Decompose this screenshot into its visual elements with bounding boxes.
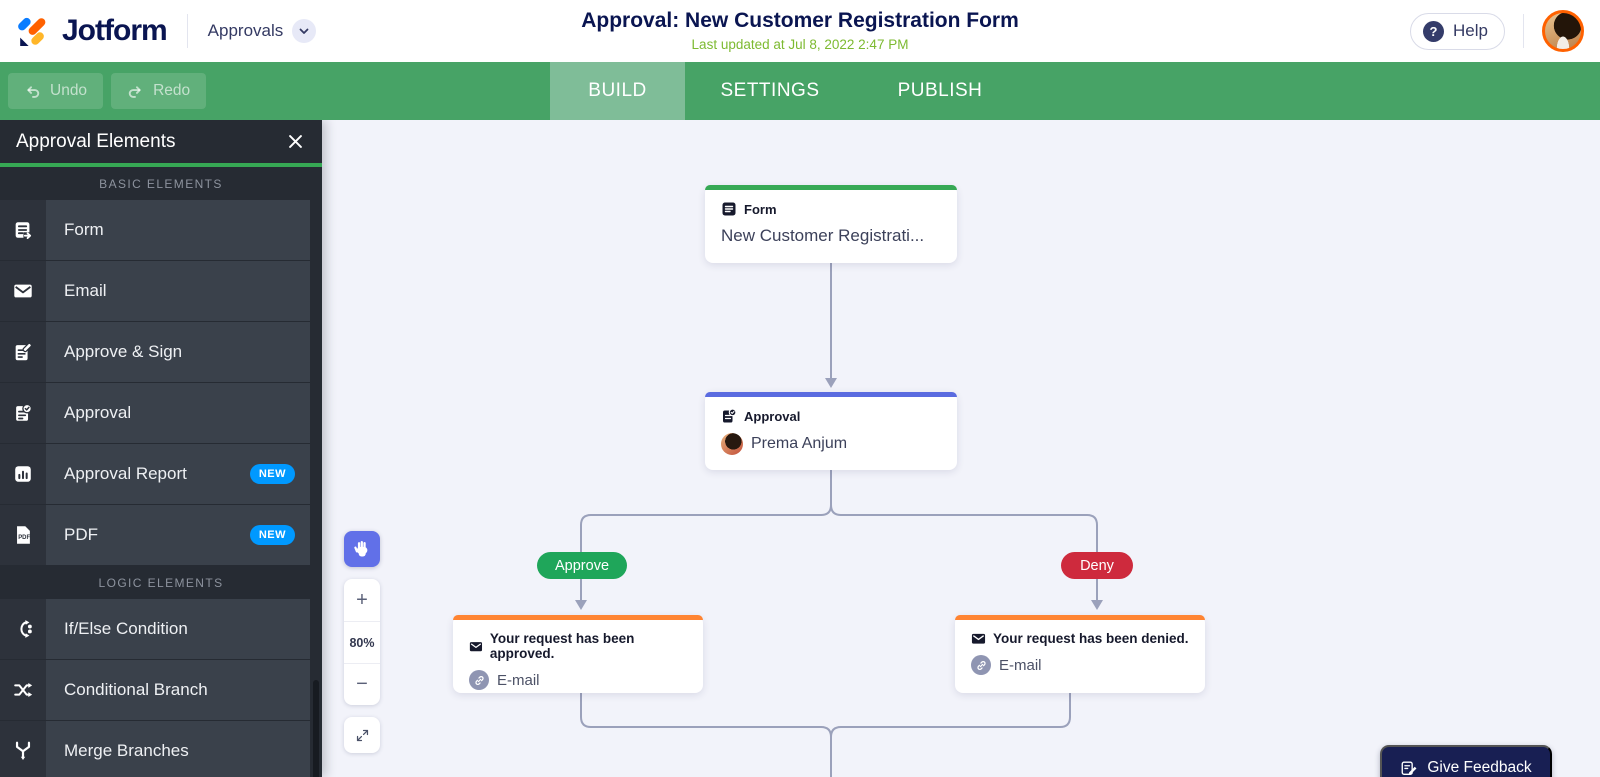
workflow-canvas[interactable]: Form New Customer Registrati... Approval… [322,120,1600,777]
merge-branches-icon [0,721,46,777]
sidebar-item-label: Email [64,281,107,300]
chevron-down-icon [292,19,317,43]
email-icon [0,261,46,321]
jotform-logo[interactable]: Jotform [16,13,168,49]
conditional-branch-icon [0,660,46,720]
email-attachment-icon [971,655,991,675]
approval-node[interactable]: Approval Prema Anjum [705,392,957,470]
page-title: Approval: New Customer Registration Form [581,9,1019,32]
approve-sign-icon [0,322,46,382]
sidebar-item-approve-sign[interactable]: Approve & Sign [0,322,310,382]
sidebar-item-if-else[interactable]: If/Else Condition [0,599,310,659]
email-node-icon [971,633,986,644]
approved-email-title: Your request has been approved. [489,631,635,661]
approve-branch-pill[interactable]: Approve [537,552,628,579]
svg-text:PDF: PDF [18,535,30,541]
denied-email-title: Your request has been denied. [993,631,1189,646]
section-basic-elements: BASIC ELEMENTS [99,176,223,191]
builder-tabs: BUILD SETTINGS PUBLISH [550,62,1025,120]
sidebar-item-merge-branches[interactable]: Merge Branches [0,721,310,777]
help-label: Help [1453,21,1488,40]
email-node-icon [469,641,483,651]
section-logic-elements: LOGIC ELEMENTS [98,575,224,590]
question-icon: ? [1423,20,1445,42]
denied-email-node[interactable]: Your request has been denied. E-mail [955,615,1205,693]
logo-wordmark: Jotform [62,14,168,47]
new-badge: NEW [249,525,295,545]
sidebar-item-label: If/Else Condition [64,619,188,638]
approval-node-type-label: Approval [744,408,801,424]
app-switcher-label: Approvals [207,21,284,40]
close-icon[interactable] [282,129,308,155]
expand-icon [356,729,368,741]
give-feedback-button[interactable]: Give Feedback [1380,745,1552,777]
help-button[interactable]: ? Help [1410,12,1505,50]
pdf-icon: PDF [0,505,46,565]
user-avatar[interactable] [1542,10,1584,52]
approval-icon [0,383,46,443]
fullscreen-button[interactable] [344,717,380,753]
email-attachment-icon [469,670,489,690]
zoom-level: 80% [344,621,380,663]
tab-publish[interactable]: PUBLISH [897,80,983,101]
report-icon [0,444,46,504]
sidebar-item-label: Approve & Sign [64,342,183,361]
approved-email-node[interactable]: Your request has been approved. E-mail [453,615,703,693]
pan-tool-button[interactable] [344,531,380,567]
deny-branch-pill[interactable]: Deny [1061,552,1133,579]
undo-label: Undo [50,82,88,99]
new-badge: NEW [249,464,295,484]
hand-icon [354,541,368,557]
approval-elements-panel: Approval Elements BASIC ELEMENTS Form Em… [0,120,322,777]
if-else-icon [0,599,46,659]
zoom-out-button[interactable]: − [344,663,380,705]
sidebar-item-label: Approval [64,403,132,422]
undo-button[interactable]: Undo [8,73,104,109]
denied-email-tag: E-mail [999,656,1042,674]
form-node-type-label: Form [744,201,777,217]
approved-email-tag: E-mail [497,671,540,689]
sidebar-item-pdf[interactable]: PDF PDF NEW [0,505,310,565]
flow-connectors [575,263,1103,777]
redo-icon [128,85,141,98]
tab-build[interactable]: BUILD [550,62,685,120]
tab-settings[interactable]: SETTINGS [720,80,820,101]
approval-node-icon [723,408,737,423]
last-updated-text: Last updated at Jul 8, 2022 2:47 PM [691,37,909,52]
form-node-title: New Customer Registrati... [721,226,925,245]
undo-icon [27,85,40,98]
sidebar-item-label: PDF [64,525,98,544]
form-icon [0,200,46,260]
app-switcher[interactable]: Approvals [208,19,317,43]
sidebar-item-conditional-branch[interactable]: Conditional Branch [0,660,310,720]
sidebar-item-email[interactable]: Email [0,261,310,321]
zoom-in-button[interactable]: + [356,588,368,611]
divider [186,14,188,48]
title-block: Approval: New Customer Registration Form… [450,9,1150,52]
sidebar-scrollbar[interactable] [313,680,319,777]
form-node[interactable]: Form New Customer Registrati... [705,185,957,263]
assignee-avatar [721,433,743,455]
feedback-label: Give Feedback [1427,759,1532,776]
sidebar-item-label: Approval Report [64,464,187,483]
sidebar-item-approval-report[interactable]: Approval Report NEW [0,444,310,504]
app-header: Jotform Approvals Approval: New Customer… [0,0,1600,62]
panel-title: Approval Elements [16,130,176,152]
zoom-controls: + 80% − [344,579,380,705]
sidebar-item-approval[interactable]: Approval [0,383,310,443]
jotform-logo-icon [18,17,46,46]
form-node-icon [722,202,736,216]
sidebar-item-form[interactable]: Form [0,200,310,260]
sidebar-item-label: Form [64,220,104,239]
sidebar-item-label: Conditional Branch [64,680,208,699]
redo-button[interactable]: Redo [111,73,207,109]
assignee-name: Prema Anjum [751,435,848,452]
redo-label: Redo [153,82,191,99]
feedback-icon [1401,761,1417,775]
sidebar-item-label: Merge Branches [64,741,189,760]
builder-toolbar: Undo Redo BUILD SETTINGS PUBLISH [0,62,1600,120]
divider [1523,14,1524,48]
